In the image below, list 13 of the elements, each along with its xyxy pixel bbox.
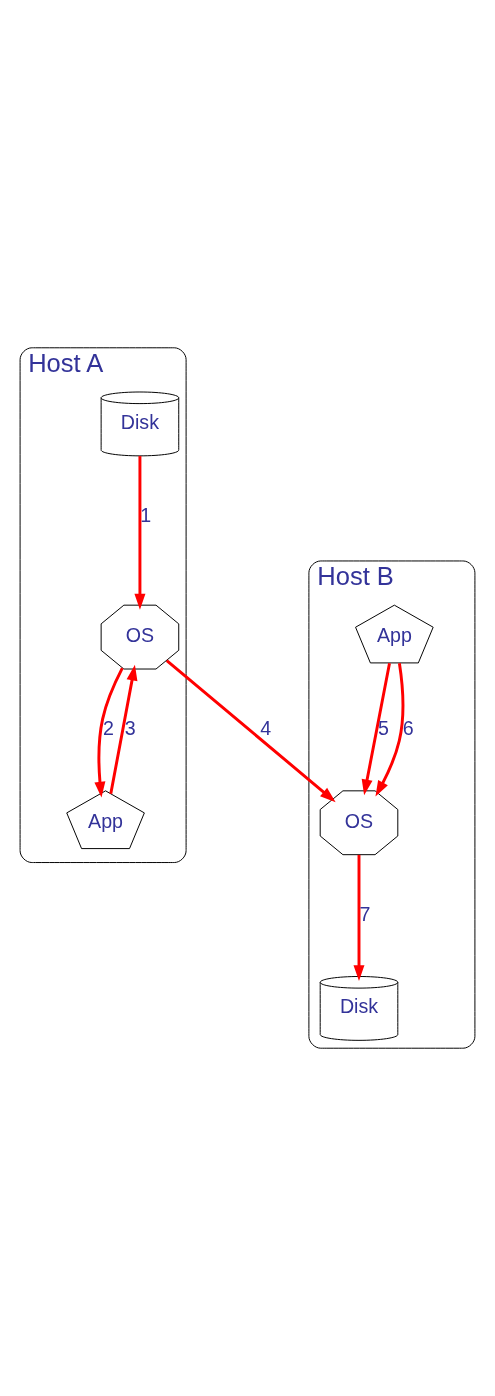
arrow — [361, 662, 391, 796]
edge-label: 5 — [378, 716, 390, 739]
arrow — [109, 664, 138, 795]
arrow — [134, 456, 146, 610]
arrow — [165, 659, 336, 803]
edge-label: 4 — [260, 716, 272, 739]
edge-label: 3 — [124, 716, 136, 739]
arrow — [375, 663, 405, 797]
edge-label: 6 — [402, 716, 414, 739]
edge-label: 2 — [103, 716, 114, 739]
arrow — [94, 667, 124, 798]
arrow — [353, 854, 365, 981]
edge-label: 1 — [140, 503, 152, 526]
